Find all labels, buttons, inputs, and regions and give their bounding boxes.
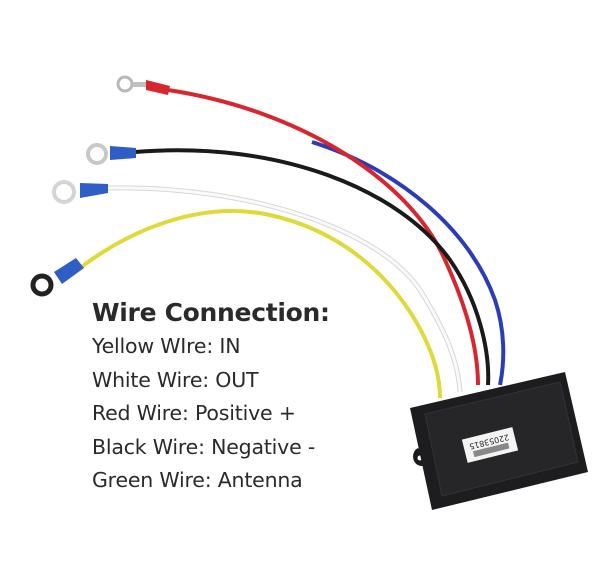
white-ring-terminal bbox=[52, 180, 108, 204]
legend-line-white: White Wire: OUT bbox=[92, 367, 259, 392]
legend-line-black: Black Wire: Negative - bbox=[92, 434, 316, 459]
legend-line-green: Green Wire: Antenna bbox=[92, 468, 303, 492]
yellow-wire bbox=[78, 209, 442, 399]
yellow-ring-terminal bbox=[30, 258, 84, 297]
black-ring-terminal bbox=[86, 143, 136, 165]
red-wire bbox=[167, 88, 480, 386]
legend-title: Wire Connection: bbox=[92, 298, 330, 327]
red-ring-terminal bbox=[116, 75, 170, 95]
black-wire bbox=[134, 148, 491, 386]
blue-wire bbox=[311, 140, 506, 386]
legend-line-red: Red Wire: Positive + bbox=[92, 401, 296, 425]
wire-connection-legend: Wire Connection: Yellow WIre: IN White W… bbox=[92, 296, 330, 498]
legend-line-yellow: Yellow WIre: IN bbox=[92, 334, 241, 358]
receiver-box: 22053815 bbox=[410, 372, 588, 510]
